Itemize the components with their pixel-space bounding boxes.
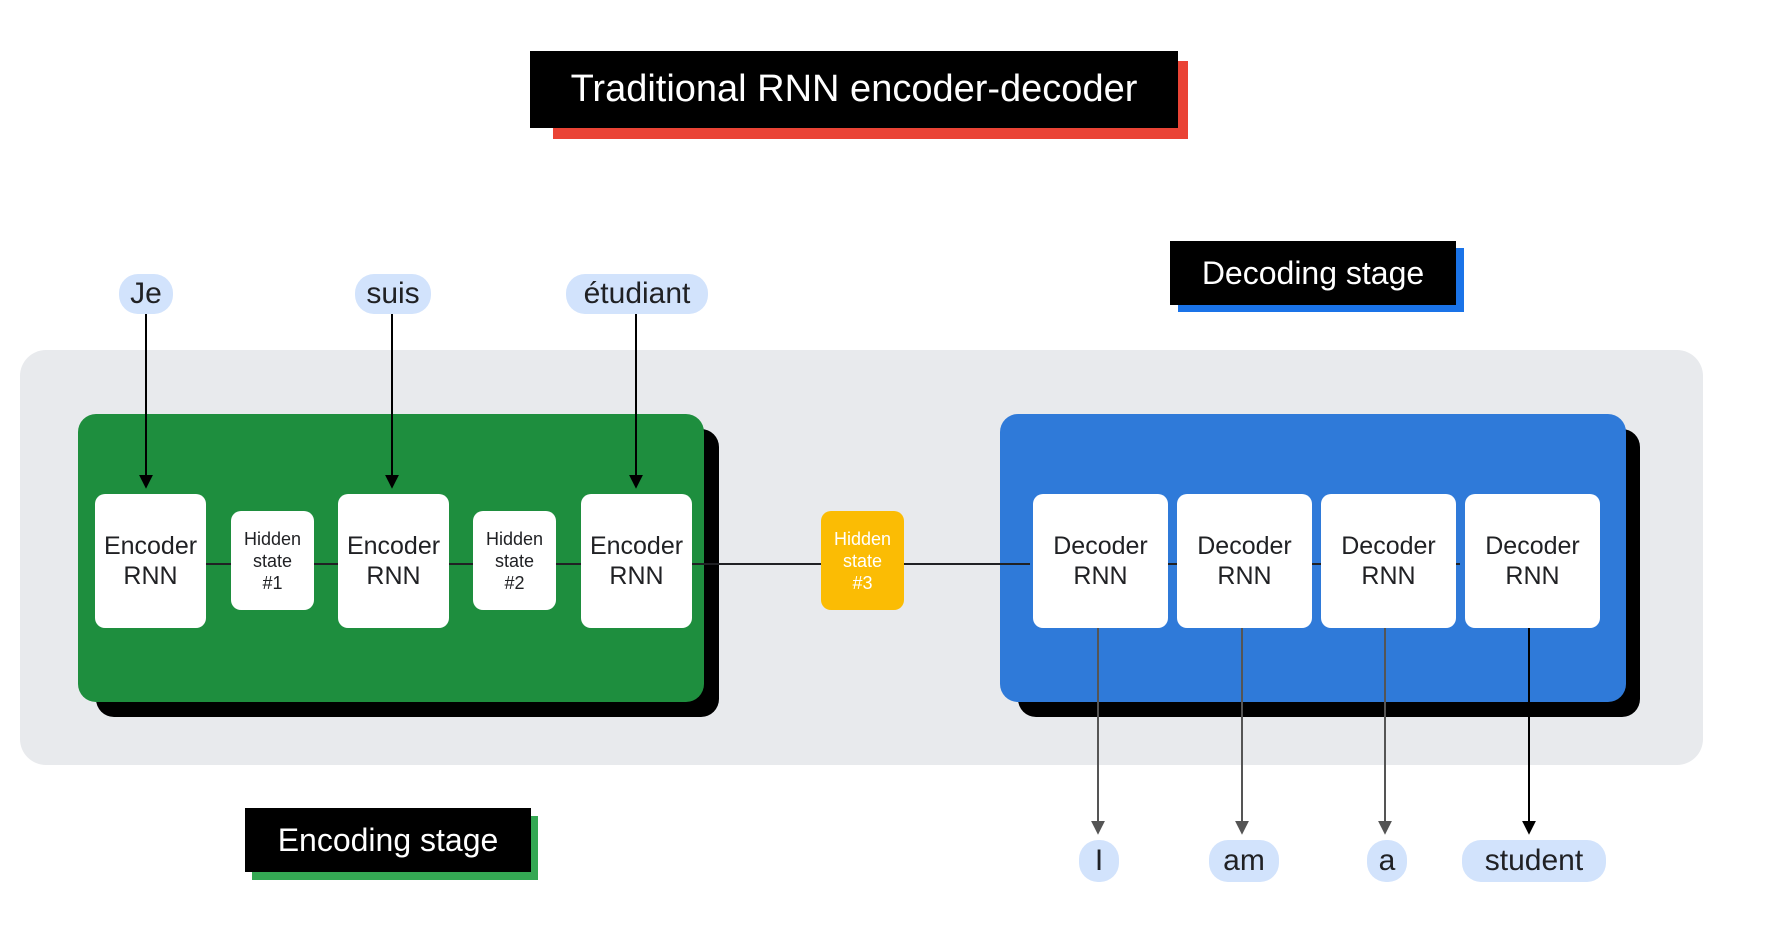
- output-token-am: am: [1209, 840, 1279, 882]
- input-token-suis: suis: [355, 274, 431, 314]
- encoding-stage-label: Encoding stage: [245, 808, 531, 872]
- output-token-a: a: [1367, 840, 1407, 882]
- input-token-je: Je: [119, 274, 173, 314]
- decoding-stage-label: Decoding stage: [1170, 241, 1456, 305]
- output-token-student: student: [1462, 840, 1606, 882]
- input-token-etudiant: étudiant: [566, 274, 708, 314]
- page-title: Traditional RNN encoder-decoder: [530, 51, 1178, 128]
- output-token-i: I: [1079, 840, 1119, 882]
